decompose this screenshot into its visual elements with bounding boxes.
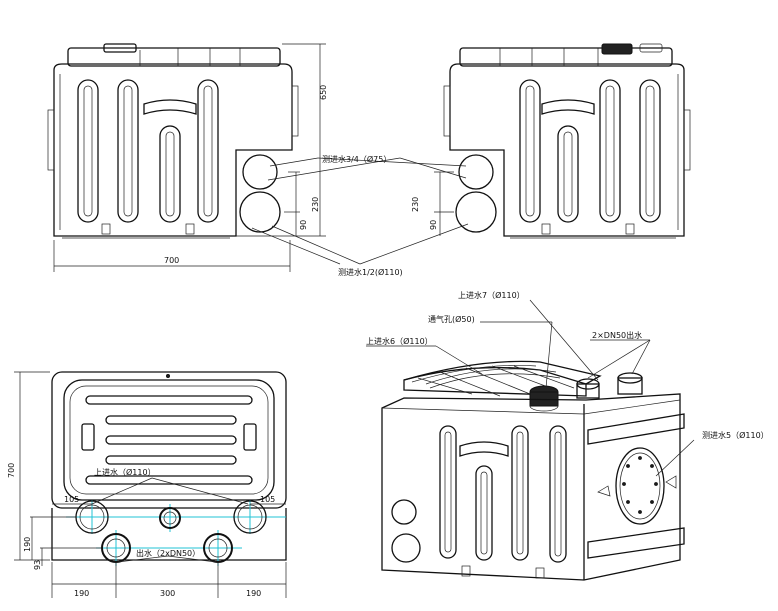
label-top-inlet-7: 上进水7（Ø110）	[458, 290, 525, 300]
iso-view	[366, 299, 695, 581]
label-top-inlet-6: 上进水6（Ø110）	[366, 336, 433, 346]
dim-300-bottom: 300	[160, 589, 175, 598]
label-top-inlet-plan: 上进水（Ø110）	[94, 467, 156, 477]
dim-190-bottom-right: 190	[246, 589, 261, 598]
label-side-inlet-12: 测进水1/2(Ø110)	[338, 267, 403, 277]
dim-105-left: 105	[64, 495, 79, 504]
label-side-inlet-5: 测进水5（Ø110）	[702, 430, 769, 440]
front-view-right	[434, 43, 691, 239]
dim-230-right: 230	[411, 197, 420, 212]
dim-90-right: 90	[429, 220, 438, 230]
dim-190-bottom-left: 190	[74, 589, 89, 598]
front-view-left	[47, 43, 326, 272]
dim-105-right: 105	[260, 495, 275, 504]
label-side-inlet-34: 测进水3/4（Ø75）	[322, 154, 391, 164]
labels: 测进水3/4（Ø75） 测进水1/2(Ø110) 上进水7（Ø110） 通气孔(…	[94, 154, 769, 558]
dim-width-700: 700	[164, 256, 179, 265]
plan-view	[14, 371, 287, 598]
dim-190-vertical: 190	[23, 537, 32, 552]
label-outlet-plan: 出水（2xDN50）	[136, 548, 200, 558]
dim-height-650: 650	[319, 85, 328, 100]
dim-90-left: 90	[299, 220, 308, 230]
dim-230-left: 230	[311, 197, 320, 212]
dim-93-vertical: 93	[33, 560, 42, 570]
dimension-labels: 700 650 230 90 230 90 700 105 105 190 93…	[7, 85, 438, 598]
dim-plan-700: 700	[7, 463, 16, 478]
leaders-top	[251, 157, 469, 265]
label-outlet-2xdn50: 2×DN50出水	[592, 330, 642, 340]
label-vent-hole: 通气孔(Ø50)	[428, 314, 475, 324]
